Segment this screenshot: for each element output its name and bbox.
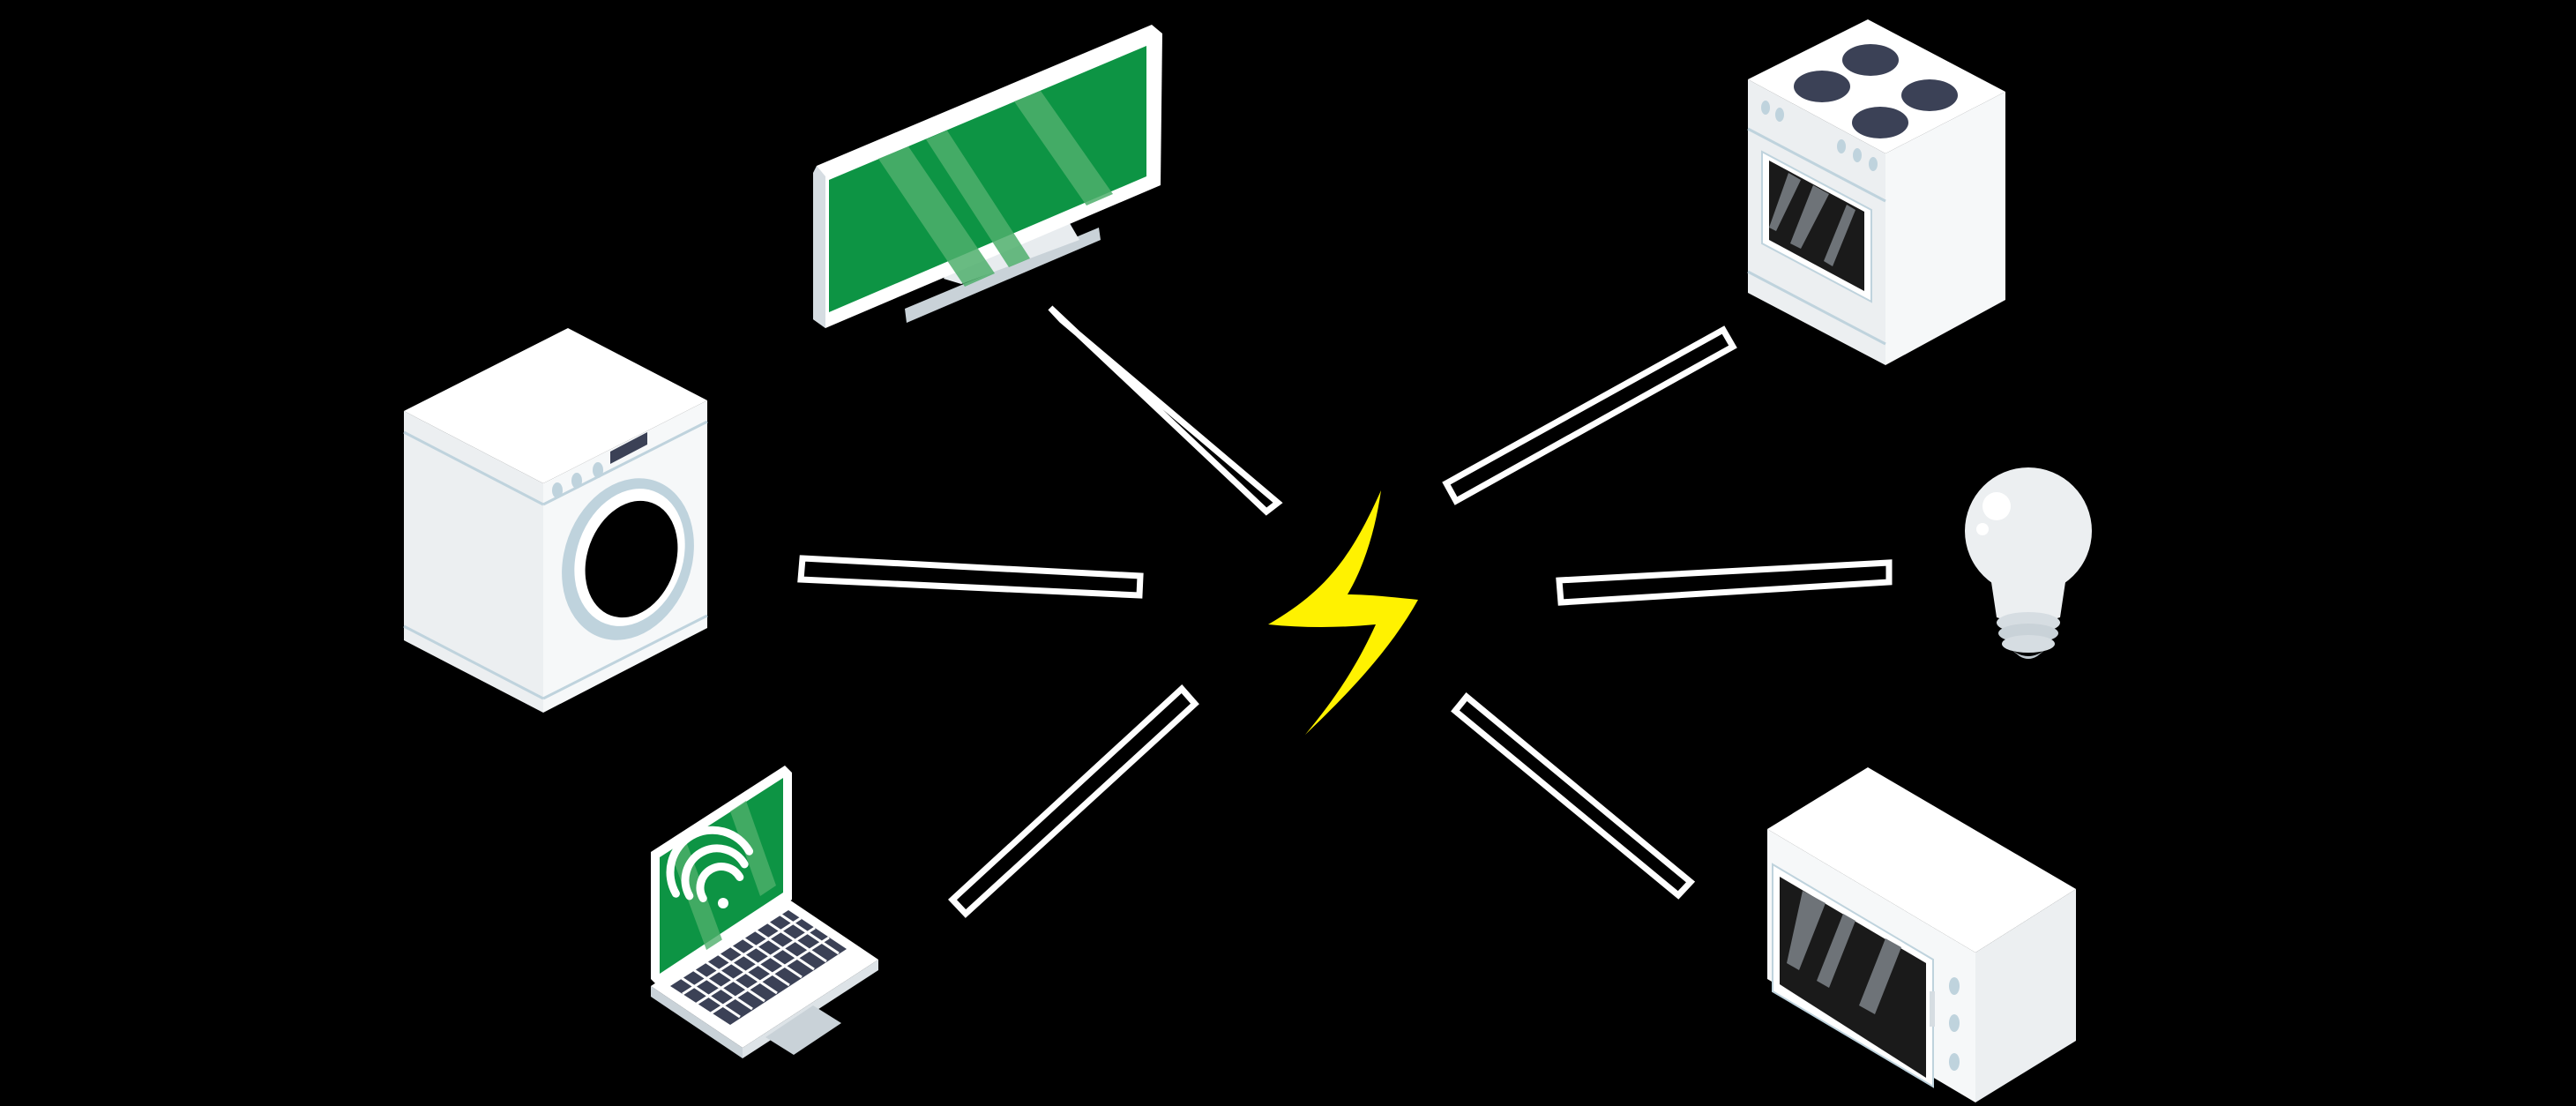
connectors [797, 305, 1893, 918]
tv-icon [813, 25, 1162, 328]
connector-stove [1442, 325, 1737, 505]
stove-icon [1747, 19, 2005, 365]
light-bulb-icon [1965, 467, 2092, 659]
connector-tv [1048, 305, 1283, 516]
microwave-icon [1767, 767, 2076, 1102]
lightning-bolt-icon [1268, 490, 1418, 735]
laptop-icon [651, 766, 878, 1058]
connector-washing-machine [797, 555, 1144, 599]
connector-laptop [948, 684, 1199, 918]
washing-machine-icon [403, 328, 708, 713]
connector-light-bulb [1556, 559, 1893, 606]
connector-microwave [1451, 692, 1696, 900]
